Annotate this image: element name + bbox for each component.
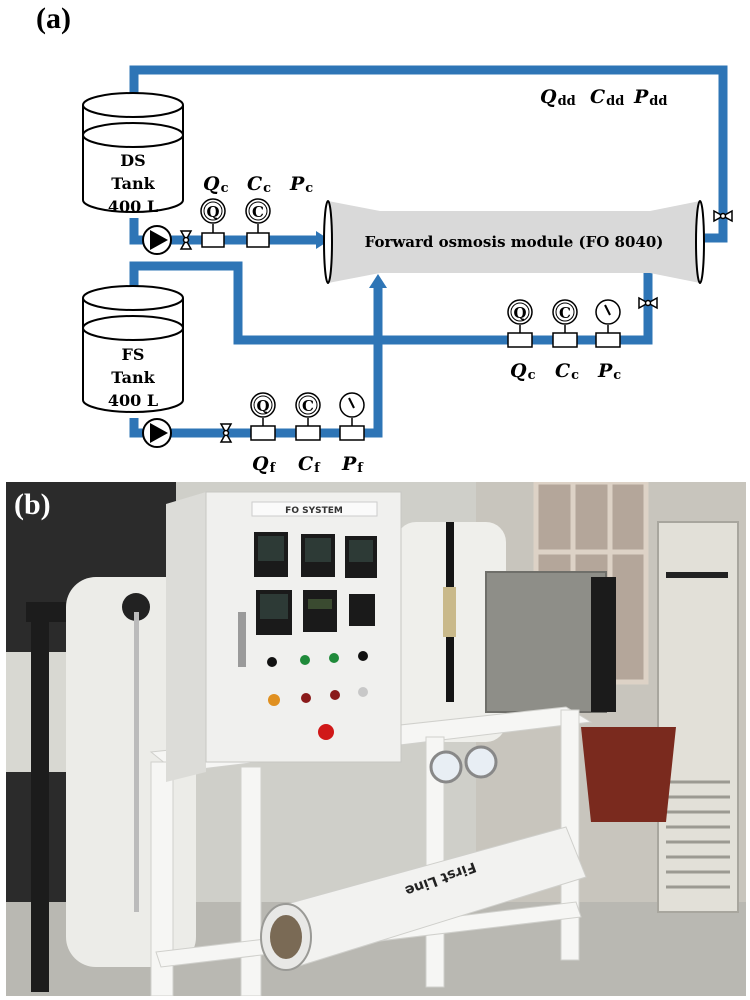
svg-text:C: C xyxy=(252,203,264,221)
svg-text:C: C xyxy=(559,304,571,322)
fs-tank-label-2: Tank xyxy=(111,368,155,387)
fs-tank-label-3: 400 L xyxy=(108,391,158,410)
equipment-photo: First Line FO SYSTEM xyxy=(6,482,746,996)
fs-conductivity-sensor: C xyxy=(295,392,321,441)
panel-a-schematic: (a) DS Tank xyxy=(0,0,750,482)
svg-text:Q: Q xyxy=(206,203,219,221)
fs-outlet-conductivity-sensor: C xyxy=(552,299,578,348)
selector-switch-1 xyxy=(267,657,277,667)
control-cabinet: FO SYSTEM xyxy=(166,491,402,782)
fs-pressure-gauge-icon xyxy=(339,392,365,441)
label-ds-inlet-p: Pc xyxy=(289,173,313,196)
svg-text:Q: Q xyxy=(256,397,269,415)
label-fs-inlet-p: Pf xyxy=(341,453,364,476)
ds-conductivity-sensor: C xyxy=(245,198,271,248)
fs-pump-icon xyxy=(142,418,172,448)
label-ds-inlet-c: Cc xyxy=(247,173,271,196)
label-fs-outlet-p: Pc xyxy=(597,360,621,383)
label-ds-outlet-q: Qdd xyxy=(540,86,576,109)
pipe-ds-return xyxy=(129,65,728,243)
ds-valve-icon xyxy=(179,230,193,250)
label-fs-inlet-q: Qf xyxy=(252,453,277,476)
green-lamp-2 xyxy=(329,653,339,663)
selector-switch-2 xyxy=(358,651,368,661)
fs-tank xyxy=(82,285,184,413)
fo-plate-cell xyxy=(485,571,616,713)
fs-outlet-pressure-gauge-icon xyxy=(595,299,621,348)
ro-membrane-housing: First Line xyxy=(260,826,587,971)
green-lamp-1 xyxy=(300,655,310,665)
pressure-gauge-1 xyxy=(429,750,463,784)
white-lamp xyxy=(358,687,368,697)
process-diagram: DS Tank 400 L FS Tank 400 L xyxy=(82,65,733,476)
fo-module xyxy=(323,200,705,284)
ds-tank-label-3: 400 L xyxy=(108,197,158,216)
label-fs-outlet-c: Cc xyxy=(555,360,579,383)
red-lamp-1 xyxy=(301,693,311,703)
display-5 xyxy=(303,590,337,632)
control-panel-title: FO SYSTEM xyxy=(285,506,343,516)
orange-lamp xyxy=(268,694,280,706)
label-fs-inlet-c: Cf xyxy=(298,453,321,476)
ds-outlet-valve-icon xyxy=(713,209,733,223)
label-ds-inlet-q: Qc xyxy=(203,173,229,196)
fo-module-label: Forward osmosis module (FO 8040) xyxy=(365,233,664,251)
panel-a-label: (a) xyxy=(36,2,71,35)
ds-tank xyxy=(82,92,184,213)
label-fs-outlet-q: Qc xyxy=(510,360,536,383)
ds-flow-sensor: Q xyxy=(200,198,226,248)
label-ds-outlet-c: Cdd xyxy=(590,86,624,109)
pipe-fs-return xyxy=(129,261,653,345)
fs-outlet-flow-sensor: Q xyxy=(507,299,533,348)
ds-tank-label-2: Tank xyxy=(111,174,155,193)
panel-b-photo: First Line FO SYSTEM xyxy=(6,482,746,996)
arrow-into-module-left xyxy=(316,231,330,249)
panel-b-label: (b) xyxy=(14,488,51,521)
fs-flow-sensor: Q xyxy=(250,392,276,441)
fs-valve-icon xyxy=(219,423,233,443)
red-lamp-2 xyxy=(330,690,340,700)
svg-text:Q: Q xyxy=(513,304,526,322)
ds-tank-label-1: DS xyxy=(120,151,145,170)
fs-outlet-valve-icon xyxy=(638,296,658,310)
fs-tank-label-1: FS xyxy=(122,345,145,364)
display-6 xyxy=(349,594,375,626)
emergency-stop-button xyxy=(318,724,334,740)
label-ds-outlet-p: Pdd xyxy=(633,86,667,109)
pressure-gauge-2 xyxy=(464,745,498,779)
svg-text:C: C xyxy=(302,397,314,415)
arrow-into-module-bottom xyxy=(369,274,387,288)
ds-pump-icon xyxy=(142,225,172,255)
red-bucket xyxy=(581,727,676,822)
air-conditioner xyxy=(657,521,739,913)
